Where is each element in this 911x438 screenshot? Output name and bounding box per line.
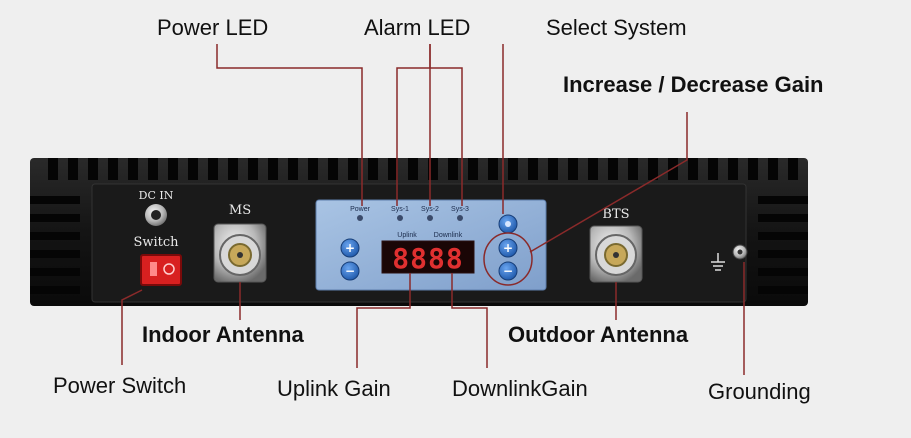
sys2-led [427, 215, 433, 221]
power-switch[interactable] [140, 254, 182, 286]
ms-connector[interactable] [213, 223, 267, 283]
panel-sys3-label: Sys-3 [451, 206, 469, 213]
left-plus-button[interactable]: + [340, 238, 360, 258]
plus-icon: + [345, 241, 355, 255]
grounding-terminal[interactable] [732, 244, 748, 260]
dc-in-jack[interactable] [145, 204, 167, 226]
ms-label: MS [229, 203, 251, 218]
panel-sys2-label: Sys-2 [421, 206, 439, 213]
sys1-led [397, 215, 403, 221]
callout-select-system: Select System [546, 15, 687, 40]
panel-uplink-label: Uplink [397, 232, 417, 239]
callout-power-switch: Power Switch [53, 373, 187, 398]
callout-uplink-gain: Uplink Gain [277, 376, 391, 401]
gain-increase-button[interactable]: + [498, 238, 518, 258]
callout-downlink-gain: DownlinkGain [452, 376, 588, 401]
callout-power-led: Power LED [157, 15, 269, 40]
dc-in-label: DC IN [139, 189, 174, 202]
left-minus-button[interactable]: − [340, 261, 360, 281]
callout-indoor-antenna: Indoor Antenna [142, 322, 304, 347]
select-system-button[interactable] [498, 214, 518, 234]
callout-grounding: Grounding [708, 379, 811, 404]
minus-icon: − [345, 264, 355, 278]
bts-label: BTS [602, 207, 629, 222]
callout-alarm-led: Alarm LED [364, 15, 471, 40]
gain-buttons-highlight [483, 232, 533, 286]
power-led [357, 215, 363, 221]
switch-label: Switch [133, 235, 179, 250]
sys3-led [457, 215, 463, 221]
select-icon [505, 221, 511, 227]
callout-lines [121, 44, 745, 375]
gain-digits: 8888 [392, 242, 463, 275]
callout-gain-adjust: Increase / Decrease Gain [563, 72, 824, 97]
gain-decrease-button[interactable]: − [498, 261, 518, 281]
panel-sys1-label: Sys-1 [391, 206, 409, 213]
ground-icon [711, 253, 725, 271]
panel-downlink-label: Downlink [434, 232, 463, 239]
callout-outdoor-antenna: Outdoor Antenna [508, 322, 689, 347]
bts-connector[interactable] [589, 225, 643, 283]
plus-icon: + [503, 241, 513, 255]
minus-icon: − [503, 264, 513, 278]
gain-display: 8888 [381, 240, 475, 275]
panel-power-label: Power [350, 206, 371, 213]
